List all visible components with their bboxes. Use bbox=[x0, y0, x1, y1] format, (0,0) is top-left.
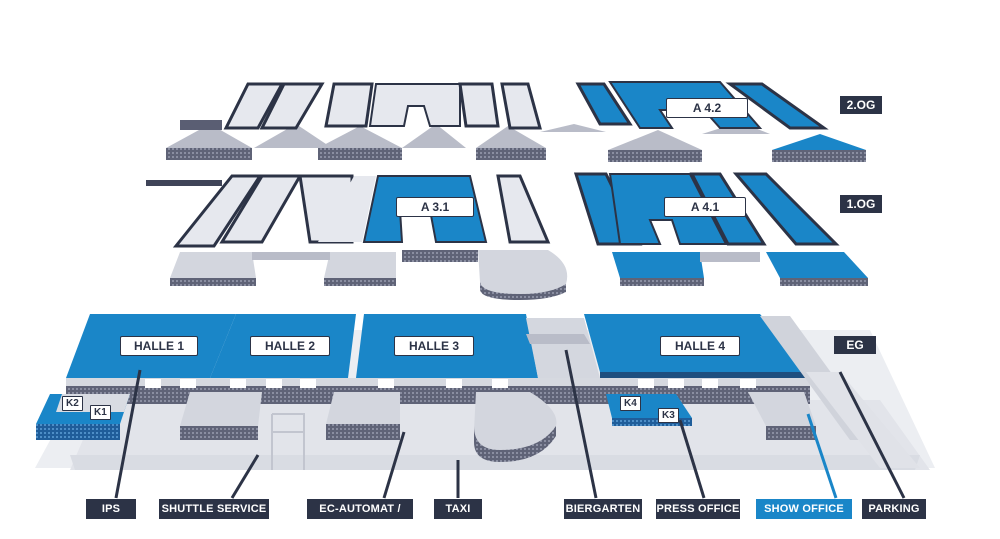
tag-press-office[interactable]: PRESS OFFICE bbox=[656, 499, 740, 519]
hall-label-k1[interactable]: K1 bbox=[90, 405, 111, 420]
tag-parking[interactable]: PARKING bbox=[862, 499, 926, 519]
hall-label-3[interactable]: HALLE 3 bbox=[394, 336, 474, 356]
hall-label-k4[interactable]: K4 bbox=[620, 396, 641, 411]
tag-biergarten[interactable]: BIERGARTEN bbox=[564, 499, 642, 519]
tag-taxi[interactable]: TAXI bbox=[434, 499, 482, 519]
hall-label-a42[interactable]: A 4.2 bbox=[666, 98, 748, 118]
tag-ec-automat-atm[interactable]: EC-AUTOMAT / ATM bbox=[307, 499, 413, 535]
floor-label-1og: 1.OG bbox=[840, 195, 882, 213]
hall-label-2[interactable]: HALLE 2 bbox=[250, 336, 330, 356]
hall-label-1[interactable]: HALLE 1 bbox=[120, 336, 198, 356]
tag-show-office[interactable]: SHOW OFFICE bbox=[756, 499, 852, 519]
eg-front-buildings bbox=[36, 392, 816, 470]
callout-lines bbox=[114, 349, 906, 499]
og1-level bbox=[146, 172, 868, 300]
hall-label-4[interactable]: HALLE 4 bbox=[660, 336, 740, 356]
floor-label-2og: 2.OG bbox=[840, 96, 882, 114]
og2-level bbox=[166, 81, 866, 162]
tag-ips[interactable]: IPS bbox=[86, 499, 136, 519]
hall-label-a41[interactable]: A 4.1 bbox=[664, 197, 746, 217]
tag-shuttle-service[interactable]: SHUTTLE SERVICE bbox=[159, 499, 269, 519]
hall-label-a31[interactable]: A 3.1 bbox=[396, 197, 474, 217]
hall-label-k3[interactable]: K3 bbox=[658, 408, 679, 423]
hall-label-k2[interactable]: K2 bbox=[62, 396, 83, 411]
floor-label-eg: EG bbox=[834, 336, 876, 354]
show-office-callout bbox=[806, 413, 838, 499]
